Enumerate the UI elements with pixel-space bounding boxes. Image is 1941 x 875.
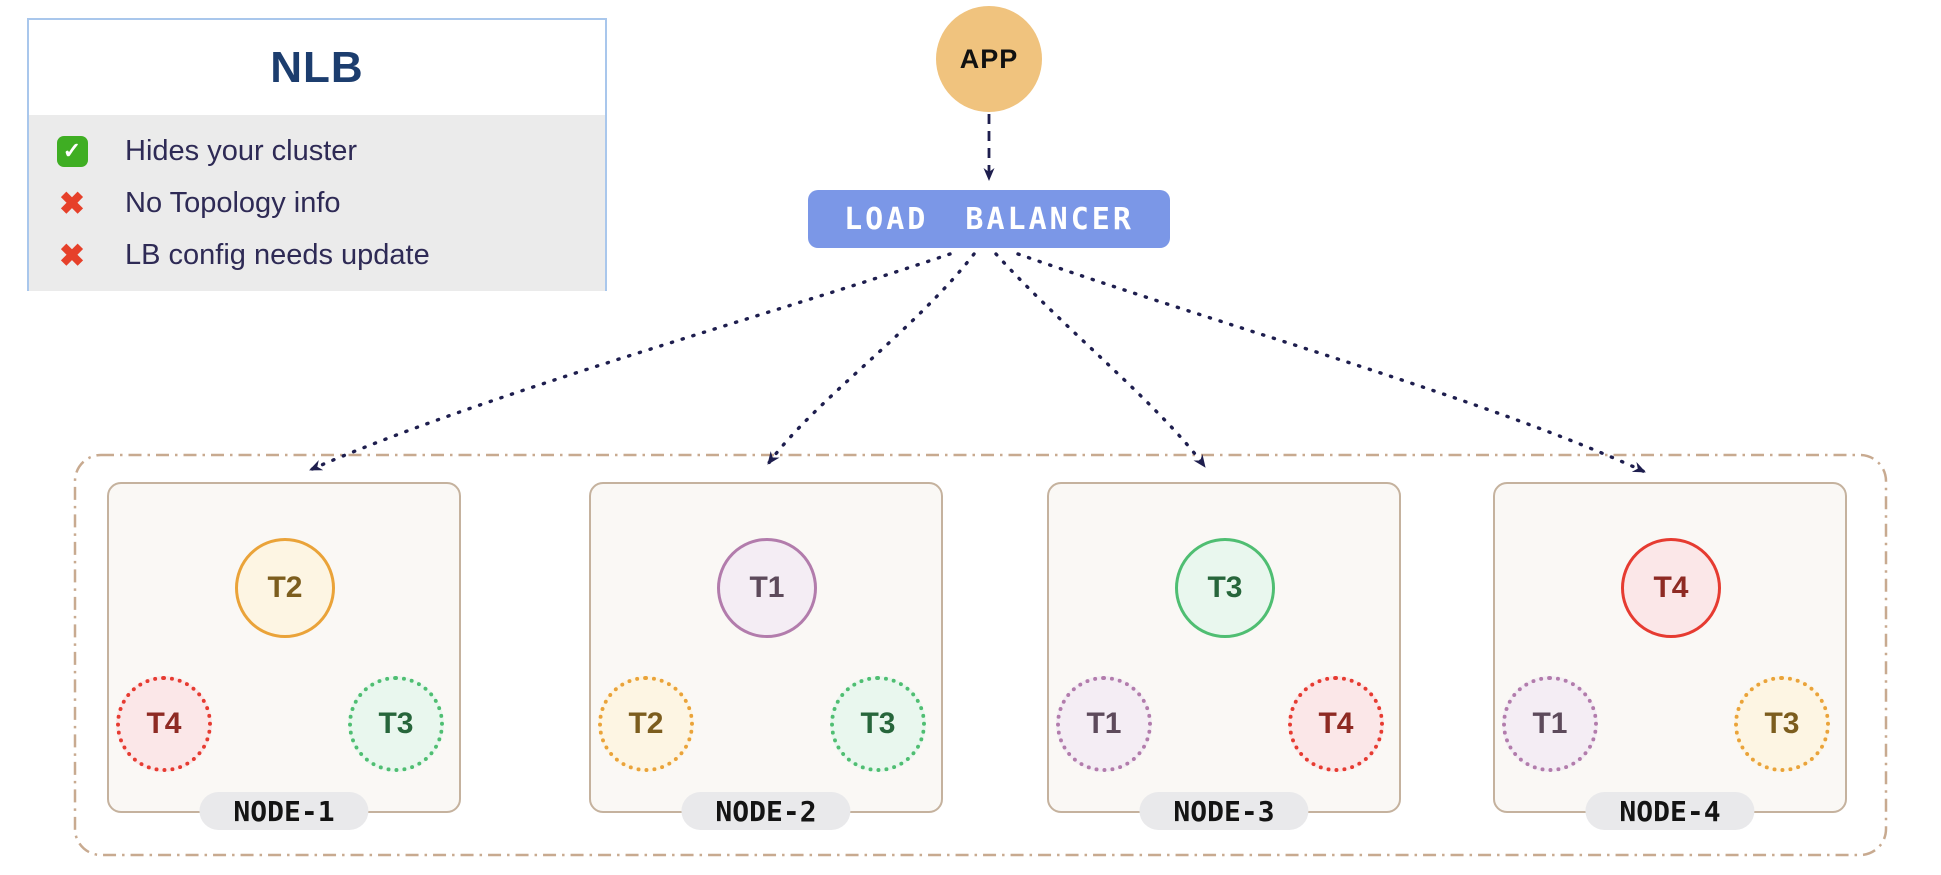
app-label: APP: [959, 43, 1019, 74]
tablet-label: T1: [1086, 707, 1122, 740]
node-name-badge: NODE-1: [199, 792, 369, 830]
nlb-legend-panel: NLB ✓ Hides your cluster ✖ No Topology i…: [27, 18, 607, 291]
tablet-label: T3: [378, 707, 414, 740]
replica-tablet-circle: T2: [598, 676, 694, 772]
load-balancer-label: LOAD BALANCER: [844, 201, 1134, 237]
tablet-label: T1: [749, 571, 785, 604]
legend-item-label: Hides your cluster: [125, 134, 358, 167]
cluster-node: T3 T1 T4 NODE-3: [1047, 482, 1401, 830]
legend-item-label: No Topology info: [125, 186, 341, 219]
tablet-label: T1: [1532, 707, 1568, 740]
tablet-label: T4: [1653, 571, 1689, 604]
check-icon: ✓: [56, 135, 88, 167]
tablet-label: T4: [146, 707, 182, 740]
load-balancer: LOAD BALANCER: [808, 190, 1170, 248]
node-name-badge: NODE-2: [681, 792, 851, 830]
replica-tablet-circle: T4: [116, 676, 212, 772]
cross-icon: ✖: [59, 237, 85, 273]
legend-item-label: LB config needs update: [125, 238, 430, 271]
tablet-label: T3: [1764, 707, 1800, 740]
tablet-label: T2: [267, 571, 303, 604]
legend-item: ✖ No Topology info: [29, 177, 605, 229]
cross-icon: ✖: [59, 185, 85, 221]
primary-tablet-circle: T3: [1175, 538, 1275, 638]
replica-tablet-circle: T1: [1056, 676, 1152, 772]
cluster-node: T1 T2 T3 NODE-2: [589, 482, 943, 830]
node-name-badge: NODE-3: [1139, 792, 1309, 830]
replica-tablet-circle: T4: [1288, 676, 1384, 772]
cluster-node: T2 T4 T3 NODE-1: [107, 482, 461, 830]
cluster-node: T4 T1 T3 NODE-4: [1493, 482, 1847, 830]
tablet-label: T2: [628, 707, 664, 740]
replica-tablet-circle: T3: [1734, 676, 1830, 772]
lb-to-node3-arrow: [994, 252, 1207, 469]
tablet-label: T4: [1318, 707, 1354, 740]
legend-item: ✖ LB config needs update: [29, 229, 605, 281]
lb-to-node4-arrow: [1016, 252, 1647, 474]
lb-to-node2-arrow: [766, 252, 976, 466]
node-name-badge: NODE-4: [1585, 792, 1755, 830]
tablet-label: T3: [860, 707, 896, 740]
legend-title: NLB: [270, 42, 364, 92]
replica-tablet-circle: T1: [1502, 676, 1598, 772]
legend-list: ✓ Hides your cluster ✖ No Topology info …: [29, 115, 605, 291]
app-node: APP: [936, 6, 1042, 112]
primary-tablet-circle: T4: [1621, 538, 1721, 638]
replica-tablet-circle: T3: [348, 676, 444, 772]
legend-item: ✓ Hides your cluster: [29, 125, 605, 177]
primary-tablet-circle: T2: [235, 538, 335, 638]
tablet-label: T3: [1207, 571, 1243, 604]
replica-tablet-circle: T3: [830, 676, 926, 772]
primary-tablet-circle: T1: [717, 538, 817, 638]
